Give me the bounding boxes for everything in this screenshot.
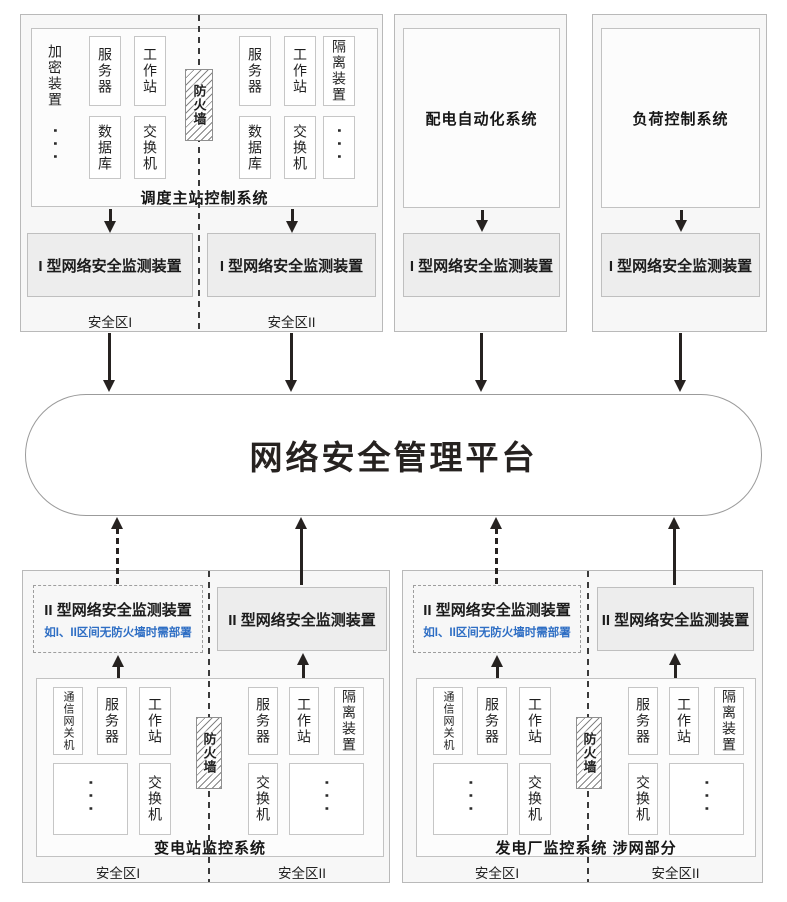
type2-device-box-conditional: II 型网络安全监测装置 如I、II区间无防火墙时需部署 [33, 585, 203, 653]
up-arrow [491, 655, 504, 678]
platform-pill: 网络安全管理平台 [25, 394, 762, 516]
up-arrow [669, 653, 682, 678]
type1-device-box: I 型网络安全监测装置 [27, 233, 193, 297]
zone-label-2: 安全区II [267, 315, 316, 330]
server-box: 服务器 [239, 36, 271, 106]
dispatch-system-title: 调度主站控制系统 [140, 190, 269, 207]
type1-device-box: I 型网络安全监测装置 [601, 233, 760, 297]
gateway-box: 通信网关机 [433, 687, 463, 755]
workstation-box: 工作站 [284, 36, 316, 106]
zone-label-1: 安全区I [474, 866, 520, 881]
server-box: 服务器 [89, 36, 121, 106]
encryption-device-text: 加密装置 [47, 44, 63, 108]
zone-label-2: 安全区II [277, 866, 326, 881]
load-control-system-title: 负荷控制系统 [632, 110, 729, 128]
platform-title: 网络安全管理平台 [249, 439, 538, 476]
type1-device-box: I 型网络安全监测装置 [403, 233, 560, 297]
isolation-device-box: 隔离装置 [323, 36, 355, 106]
type2-device-box: II 型网络安全监测装置 [597, 587, 754, 651]
down-arrow [286, 209, 299, 233]
server-box: 服务器 [477, 687, 507, 755]
down-arrow [476, 210, 489, 232]
ellipsis-box: ··· [323, 116, 355, 179]
workstation-box: 工作站 [134, 36, 166, 106]
isolation-device-box: 隔离装置 [714, 687, 744, 755]
deploy-note: 如I、II区间无防火墙时需部署 [44, 626, 192, 639]
load-control-system-box: 负荷控制系统 [601, 28, 760, 208]
workstation-box: 工作站 [519, 687, 551, 755]
up-arrow [295, 517, 308, 585]
database-box: 数据库 [89, 116, 121, 179]
ellipsis-box: ··· [53, 763, 128, 835]
database-box: 数据库 [239, 116, 271, 179]
ellipsis-box: ··· [433, 763, 508, 835]
distribution-system-title: 配电自动化系统 [425, 110, 538, 128]
up-arrow-dashed [111, 517, 124, 585]
switch-box: 交换机 [519, 763, 551, 835]
workstation-box: 工作站 [139, 687, 171, 755]
server-box: 服务器 [97, 687, 127, 755]
zone-label-1: 安全区I [95, 866, 141, 881]
workstation-box: 工作站 [669, 687, 699, 755]
load-control-section: 负荷控制系统 I 型网络安全监测装置 [592, 14, 767, 332]
zone-separator [198, 15, 200, 331]
ellipsis-box: ··· [289, 763, 364, 835]
power-plant-section: II 型网络安全监测装置 如I、II区间无防火墙时需部署 II 型网络安全监测装… [402, 570, 763, 883]
isolation-device-box: 隔离装置 [334, 687, 364, 755]
distribution-system-box: 配电自动化系统 [403, 28, 560, 208]
firewall-box: 防火墙 [576, 717, 602, 789]
dispatch-section: 加密装置 ··· 服务器 工作站 防火墙 服务器 工作站 隔离装置 数据库 交换… [20, 14, 383, 332]
down-arrow [285, 333, 298, 392]
switch-box: 交换机 [139, 763, 171, 835]
type2-device-box: II 型网络安全监测装置 [217, 587, 387, 651]
down-arrow [475, 333, 488, 392]
down-arrow [674, 333, 687, 392]
substation-section: II 型网络安全监测装置 如I、II区间无防火墙时需部署 II 型网络安全监测装… [22, 570, 390, 883]
ellipsis: ··· [45, 127, 65, 167]
zone-label-2: 安全区II [651, 866, 700, 881]
server-box: 服务器 [628, 687, 658, 755]
power-plant-system-title: 发电厂监控系统 涉网部分 [495, 840, 677, 857]
switch-box: 交换机 [134, 116, 166, 179]
encryption-device-label: 加密装置 [43, 37, 67, 115]
workstation-box: 工作站 [289, 687, 319, 755]
down-arrow [103, 333, 116, 392]
firewall-box: 防火墙 [185, 69, 213, 141]
type2-device-box-conditional: II 型网络安全监测装置 如I、II区间无防火墙时需部署 [413, 585, 581, 653]
up-arrow [668, 517, 681, 585]
down-arrow [104, 209, 117, 233]
firewall-box: 防火墙 [196, 717, 222, 789]
switch-box: 交换机 [284, 116, 316, 179]
deploy-note: 如I、II区间无防火墙时需部署 [423, 626, 571, 639]
ellipsis-box: ··· [669, 763, 744, 835]
server-box: 服务器 [248, 687, 278, 755]
type1-device-box: I 型网络安全监测装置 [207, 233, 376, 297]
zone-label-1: 安全区I [87, 315, 133, 330]
up-arrow [112, 655, 125, 678]
switch-box: 交换机 [628, 763, 658, 835]
distribution-section: 配电自动化系统 I 型网络安全监测装置 [394, 14, 567, 332]
up-arrow-dashed [490, 517, 503, 585]
switch-box: 交换机 [248, 763, 278, 835]
down-arrow [675, 210, 688, 232]
gateway-box: 通信网关机 [53, 687, 83, 755]
up-arrow [297, 653, 310, 678]
substation-system-title: 变电站监控系统 [36, 837, 384, 858]
